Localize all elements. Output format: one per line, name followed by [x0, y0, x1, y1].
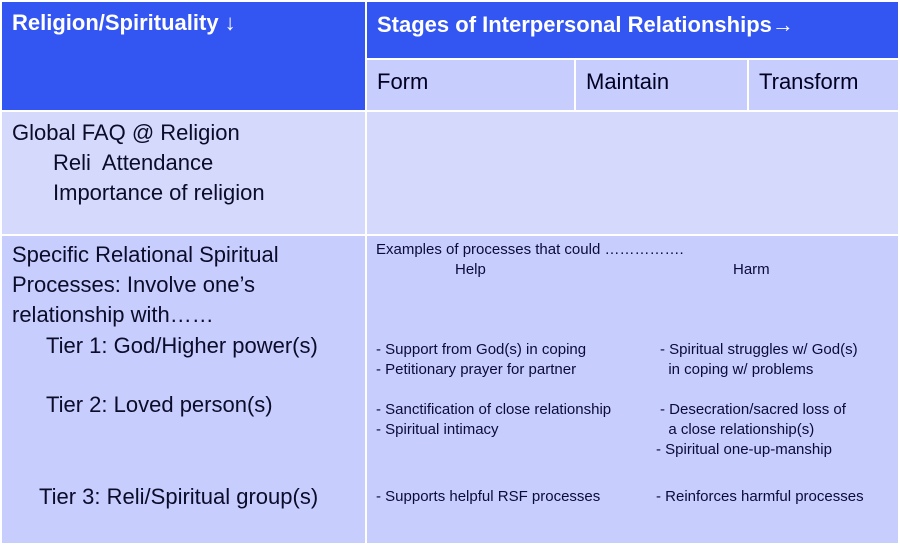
- help-heading: Help: [455, 261, 486, 278]
- global-left-cell: Global FAQ @ Religion Reli Attendance Im…: [2, 112, 365, 234]
- specific-line-3: relationship with……: [12, 302, 214, 327]
- specific-line-1: Specific Relational Spiritual: [12, 242, 279, 267]
- specific-line-2: Processes: Involve one’s: [12, 272, 255, 297]
- stage-maintain-cell: Maintain: [576, 60, 747, 110]
- global-line-1: Global FAQ @ Religion: [12, 120, 240, 145]
- examples-intro: Examples of processes that could …………….: [376, 241, 684, 258]
- examples-cell: Examples of processes that could ……………. …: [367, 236, 898, 543]
- global-right-cell: [367, 112, 898, 234]
- tier-3-label: Tier 3: Reli/Spiritual group(s): [39, 484, 319, 509]
- tier-2-help-2: - Spiritual intimacy: [376, 421, 499, 438]
- global-line-3: Importance of religion: [53, 180, 265, 205]
- stage-transform-cell: Transform: [749, 60, 898, 110]
- tier-2-help-1: - Sanctification of close relationship: [376, 401, 612, 418]
- header-right-cell: Stages of Interpersonal Relationships→: [367, 2, 898, 58]
- tier-1-help-1: - Support from God(s) in coping: [376, 341, 587, 358]
- harm-heading: Harm: [733, 261, 770, 278]
- tier-2-harm-3: - Spiritual one-up-manship: [656, 441, 832, 458]
- tier-1-harm-1: - Spiritual struggles w/ God(s): [660, 341, 858, 358]
- tier-2-label: Tier 2: Loved person(s): [46, 392, 273, 417]
- tier-2-harm-2: a close relationship(s): [660, 421, 815, 438]
- global-line-2: Reli Attendance: [53, 150, 214, 175]
- header-right-title: Stages of Interpersonal Relationships→: [377, 12, 794, 37]
- tier-1-label: Tier 1: God/Higher power(s): [46, 333, 318, 358]
- stage-transform-label: Transform: [759, 69, 859, 94]
- stage-form-cell: Form: [367, 60, 574, 110]
- tier-3-harm-1: - Reinforces harmful processes: [656, 488, 864, 505]
- specific-left-cell: Specific Relational Spiritual Processes:…: [2, 236, 365, 543]
- header-left-cell: Religion/Spirituality ↓: [2, 2, 365, 110]
- stage-maintain-label: Maintain: [586, 69, 670, 94]
- header-left-title: Religion/Spirituality ↓: [12, 10, 236, 35]
- tier-1-harm-2: in coping w/ problems: [660, 361, 814, 378]
- tier-3-help-1: - Supports helpful RSF processes: [376, 488, 601, 505]
- tier-2-harm-1: - Desecration/sacred loss of: [660, 401, 846, 418]
- stage-form-label: Form: [377, 69, 429, 94]
- tier-1-help-2: - Petitionary prayer for partner: [376, 361, 577, 378]
